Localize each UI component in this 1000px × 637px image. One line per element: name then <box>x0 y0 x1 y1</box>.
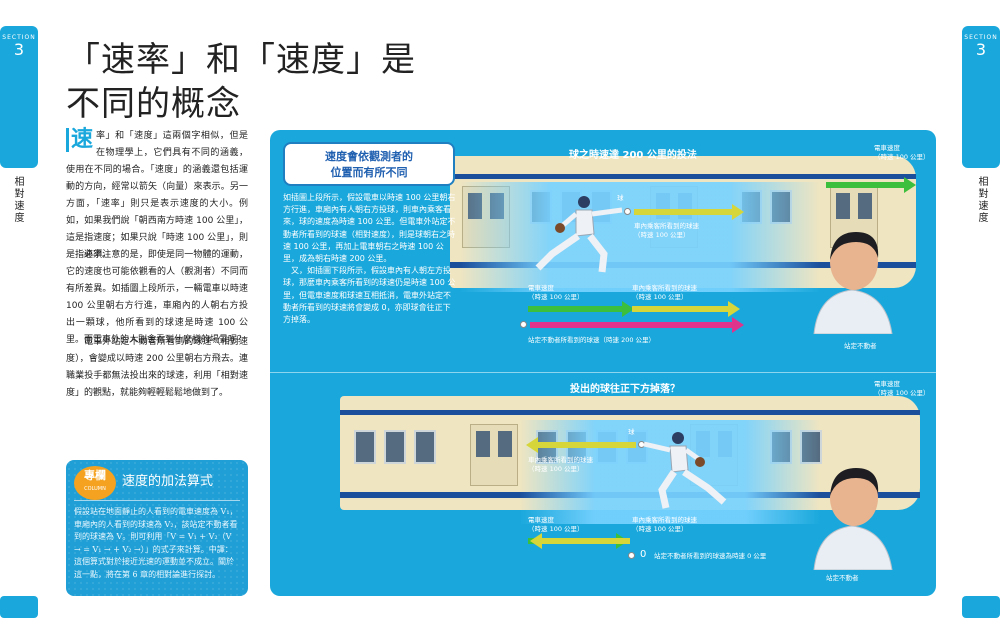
body-p1-text: 率」和「速度」這兩個字相似，但是在物理學上，它們具有不同的涵義，使用在不同的場合… <box>66 131 248 260</box>
body-paragraph-2: 必須注意的是，即使是同一物體的運動，它的速度也可能依觀看的人（觀測者）不同而有所… <box>66 250 248 345</box>
bottom-passenger-arrow <box>526 437 636 453</box>
top-observer-figure <box>813 232 893 334</box>
bottom-section-title: 投出的球往正下方掉落？ <box>570 384 680 395</box>
title-line-2: 不同的概念 <box>66 84 241 124</box>
top-train-speed-label-2: 電車速度 （時速 100 公里） <box>528 284 584 301</box>
bottom-ball-label: 球 <box>628 428 635 436</box>
bottom-observer-figure <box>813 468 893 570</box>
column-text: 假設站在地面靜止的人看到的電車速度為 V₁，車廂內的人看到的球速為 V₂，該站定… <box>74 507 238 579</box>
bottom-observer-view-label: 站定不動者所看到的球速為時速 0 公里 <box>654 552 767 560</box>
bottom-passenger-arrow-2 <box>530 533 630 549</box>
top-train-arrow <box>826 177 916 193</box>
body-paragraph-1: 速率」和「速度」這兩個字相似，但是在物理學上，它們具有不同的涵義，使用在不同的場… <box>66 128 248 264</box>
bottom-train-speed-label-2: 電車速度 （時速 100 公里） <box>528 516 584 533</box>
drop-cap: 速 <box>66 128 93 152</box>
column-box: 專欄 COLUMN 速度的加法算式 假設站在地面靜止的人看到的電車速度為 V₁，… <box>66 460 248 596</box>
column-title: 速度的加法算式 <box>122 474 214 489</box>
top-ball-2 <box>520 321 527 328</box>
bottom-zero-label: 0 <box>640 549 647 560</box>
side-label-right: 相對速度 <box>976 176 987 224</box>
column-badge-sub: COLUMN <box>84 486 106 492</box>
glow-top <box>460 182 820 292</box>
bottom-ball-2 <box>628 552 635 559</box>
page-title: 「速率」和「速度」是 不同的概念 <box>66 38 416 126</box>
top-passenger-arrow <box>634 204 744 220</box>
section-number-right: 3 <box>975 40 987 59</box>
bottom-pitcher-figure <box>643 432 727 509</box>
section-divider <box>270 372 936 373</box>
top-ball-label: 球 <box>617 194 624 202</box>
bottom-train-speed-label: 電車速度 （時速 100 公里） <box>874 380 930 397</box>
bottom-passenger-label-2: 車內乘客所看到的球速 （時速 100 公里） <box>632 516 697 533</box>
top-observer-label: 站定不動者 <box>844 342 877 350</box>
top-observer-arrow <box>530 317 744 333</box>
section-tab-left: SECTION 3 <box>0 26 38 168</box>
top-train-speed-label: 電車速度 （時速 100 公里） <box>874 144 930 161</box>
section-label: SECTION <box>2 34 36 41</box>
body-paragraph-3: 電車外站定不動者所看到的球速（相對速度），會變成以時速 200 公里朝右方飛去。… <box>66 337 248 398</box>
column-badge: 專欄 COLUMN <box>74 466 116 500</box>
top-section-title: 球之時速達 200 公里的投法 <box>569 150 697 161</box>
top-pitcher-figure <box>535 196 623 273</box>
top-observer-view-label: 站定不動者所看到的球速（時速 200 公里） <box>528 336 656 344</box>
bottom-passenger-label: 車內乘客所看到的球速 （時速 100 公里） <box>528 456 593 473</box>
top-passenger-label: 車內乘客所看到的球速 （時速 100 公里） <box>634 222 699 239</box>
figure-callout: 速度會依觀測者的 位置而有所不同 <box>283 142 455 186</box>
figure-panel: 速度會依觀測者的 位置而有所不同 如插圖上段所示，假設電車以時速 100 公里朝… <box>270 130 936 596</box>
side-label-left: 相對速度 <box>12 176 23 224</box>
section-label-right: SECTION <box>964 34 998 41</box>
top-train-arrow-2 <box>528 301 634 317</box>
section-number: 3 <box>13 40 25 59</box>
top-passenger-arrow-2 <box>632 301 740 317</box>
section-tab-right: SECTION 3 <box>962 26 1000 168</box>
column-divider <box>74 500 240 501</box>
title-line-1: 「速率」和「速度」是 <box>66 40 416 80</box>
figure-description: 如插圖上段所示，假設電車以時速 100 公里朝右方行進，車廂內有人朝右方投球，則… <box>283 193 456 325</box>
top-passenger-label-2: 車內乘客所看到的球速 （時速 100 公里） <box>632 284 697 301</box>
page-number-left <box>0 596 38 618</box>
bottom-observer-label: 站定不動者 <box>826 574 859 582</box>
page-number-right <box>962 596 1000 618</box>
top-ball <box>624 208 631 215</box>
column-badge-label: 專欄 <box>84 469 106 482</box>
